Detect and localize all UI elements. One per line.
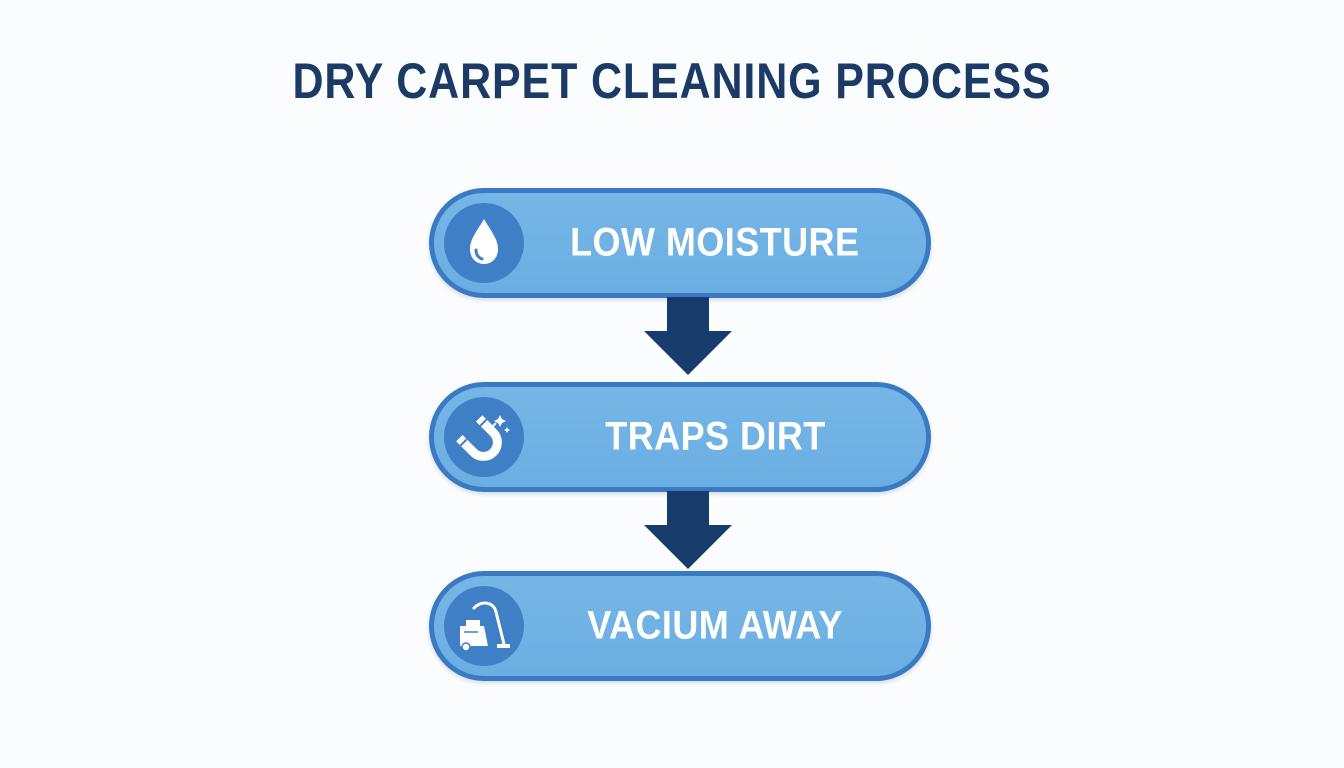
water-drop-icon <box>444 203 524 283</box>
step-label: TRAPS DIRT <box>604 414 826 459</box>
step-label: VACIUM AWAY <box>587 603 843 648</box>
step-vacuum-away: VACIUM AWAY <box>429 571 931 681</box>
step-label: LOW MOISTURE <box>570 220 860 265</box>
diagram-title: DRY CARPET CLEANING PROCESS <box>292 53 1052 109</box>
step-low-moisture: LOW MOISTURE <box>429 188 931 298</box>
down-arrow-icon <box>644 491 732 569</box>
vacuum-cleaner-icon <box>444 586 524 666</box>
magnet-icon <box>444 397 524 477</box>
down-arrow-icon <box>644 297 732 375</box>
step-traps-dirt: TRAPS DIRT <box>429 382 931 492</box>
